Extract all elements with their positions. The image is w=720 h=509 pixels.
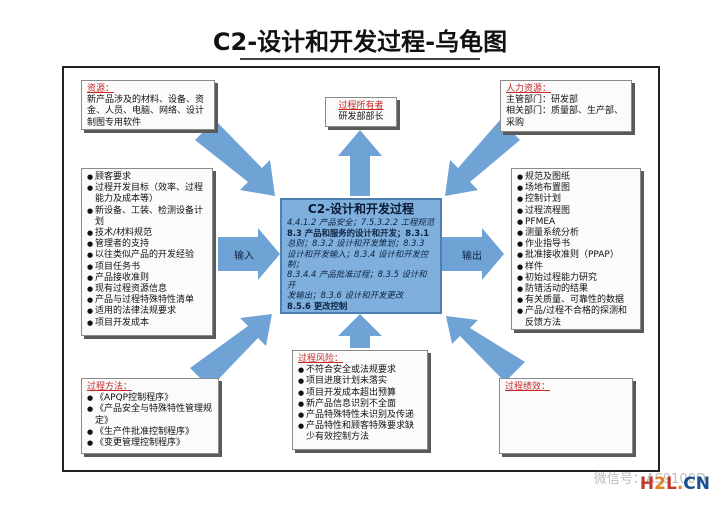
- output-item: 测量系统分析: [517, 228, 635, 239]
- resources-line: 金、人员、电脑、网络、设计: [87, 106, 205, 117]
- input-item: 项目任务书: [87, 262, 207, 273]
- output-label: 输出: [462, 251, 482, 262]
- process-clause-line: 总则；8.3.2 设计和开发策划；8.3.3: [287, 238, 425, 249]
- performance-heading: 过程绩效：: [505, 382, 551, 392]
- output-item: 控制计划: [517, 194, 635, 205]
- process-clause-line: 8.5.6 更改控制: [287, 300, 348, 311]
- input-item: 新设备、工装、检测设备计划: [87, 206, 207, 228]
- output-item: 有关质量、可靠性的数据: [517, 295, 635, 306]
- hr-box: 人力资源： 主管部门：研发部 相关部门：质量部、生产部、 采购: [500, 80, 632, 132]
- process-clause-line: 8.3.4.4 产品批准过程；8.3.5 设计和开: [287, 269, 427, 290]
- risk-item: 产品特殊特性未识别及传递: [298, 410, 422, 421]
- input-item: 产品接收准则: [87, 273, 207, 284]
- arrow-center-to-owner: [338, 130, 382, 196]
- arrow-methods-to-center: [190, 314, 272, 388]
- page-title: C2-设计和开发过程-乌龟图: [212, 28, 508, 56]
- output-item: 批准接收准则（PPAP）: [517, 250, 635, 261]
- process-box: C2-设计和开发过程 4.4.1.2 产品安全；7.5.3.2.2 工程规范 8…: [280, 198, 442, 314]
- output-item: 初始过程能力研究: [517, 273, 635, 284]
- output-item: PFMEA: [517, 217, 635, 228]
- input-item: 现有过程资源信息: [87, 284, 207, 295]
- risk-item: 产品特性和顾客特殊要求缺少有效控制方法: [298, 421, 422, 443]
- process-clause-line: 设计和开发输入；8.3.4 设计和开发控制；: [287, 248, 429, 270]
- hr-line: 主管部门：研发部: [506, 95, 579, 106]
- resources-heading: 资源：: [87, 84, 115, 94]
- input-item: 产品与过程特殊特性清单: [87, 295, 207, 306]
- owner-box: 过程所有者 研发部部长: [325, 97, 397, 127]
- output-item: 样件: [517, 262, 635, 273]
- arrow-hr-to-center: [445, 120, 520, 196]
- output-item: 防错活动的结果: [517, 284, 635, 295]
- process-clause-line: 发输出；8.3.6 设计和开发更改: [287, 290, 404, 301]
- owner-text: 研发部部长: [338, 112, 384, 123]
- wechat-watermark: 微信号：AS9100D: [593, 472, 706, 487]
- resources-line: 制图专用软件: [87, 117, 142, 128]
- output-item: 过程流程图: [517, 206, 635, 217]
- performance-box: 过程绩效：: [499, 378, 633, 454]
- output-item: 产品/过程不合格的探测和反馈方法: [517, 306, 635, 328]
- owner-heading: 过程所有者: [338, 101, 384, 111]
- input-item: 适用的法律法规要求: [87, 306, 207, 317]
- hr-line: 相关部门：质量部、生产部、: [506, 106, 624, 117]
- output-item: 规范及图纸: [517, 172, 635, 183]
- methods-box: 过程方法： 《APQP控制程序》 《产品安全与特殊特性管理规定》 《生产件批准控…: [81, 378, 219, 454]
- arrow-output: [442, 228, 504, 280]
- input-item: 管理者的支持: [87, 239, 207, 250]
- methods-heading: 过程方法：: [87, 382, 133, 392]
- risk-item: 项目开发成本超出预算: [298, 388, 422, 399]
- input-item: 以往类似产品的开发经验: [87, 250, 207, 261]
- risk-item: 新产品信息识别不全面: [298, 399, 422, 410]
- method-item: 《产品安全与特殊特性管理规定》: [87, 404, 213, 426]
- input-item: 技术/材料规范: [87, 228, 207, 239]
- process-title: C2-设计和开发过程: [307, 202, 415, 216]
- resources-box: 资源： 新产品涉及的材料、设备、资 金、人员、电脑、网络、设计 制图专用软件: [81, 80, 215, 130]
- arrow-input: [218, 228, 280, 280]
- input-item: 顾客要求: [87, 172, 207, 183]
- inputs-box: 顾客要求 过程开发目标（效率、过程能力及成本等） 新设备、工装、检测设备计划 技…: [81, 168, 213, 336]
- outputs-box: 规范及图纸 场地布置图 控制计划 过程流程图 PFMEA 测量系统分析 作业指导…: [511, 168, 641, 330]
- process-clause-line: 8.3 产品和服务的设计和开发；8.3.1: [287, 227, 430, 238]
- arrow-resources-to-center: [195, 120, 275, 196]
- output-item: 作业指导书: [517, 239, 635, 250]
- risk-item: 项目进度计划未落实: [298, 376, 422, 387]
- input-label: 输入: [234, 251, 254, 262]
- risks-box: 过程风险： 不符合安全或法规要求 项目进度计划未落实 项目开发成本超出预算 新产…: [292, 350, 428, 450]
- input-item: 项目开发成本: [87, 318, 207, 329]
- hr-heading: 人力资源：: [506, 84, 552, 94]
- input-item: 过程开发目标（效率、过程能力及成本等）: [87, 183, 207, 205]
- title-underline: [240, 58, 480, 60]
- method-item: 《变更管理控制程序》: [87, 438, 213, 449]
- risk-item: 不符合安全或法规要求: [298, 365, 422, 376]
- arrow-performance-to-center: [446, 316, 525, 382]
- process-clause-line: 4.4.1.2 产品安全；7.5.3.2.2 工程规范: [287, 217, 435, 228]
- method-item: 《APQP控制程序》: [87, 393, 213, 404]
- site-logo: H2L.CN: [639, 474, 710, 494]
- output-item: 场地布置图: [517, 183, 635, 194]
- arrow-risks-to-center: [338, 314, 382, 348]
- resources-line: 新产品涉及的材料、设备、资: [87, 95, 205, 106]
- hr-line: 采购: [506, 117, 525, 128]
- risks-heading: 过程风险：: [298, 354, 344, 364]
- method-item: 《生产件批准控制程序》: [87, 427, 213, 438]
